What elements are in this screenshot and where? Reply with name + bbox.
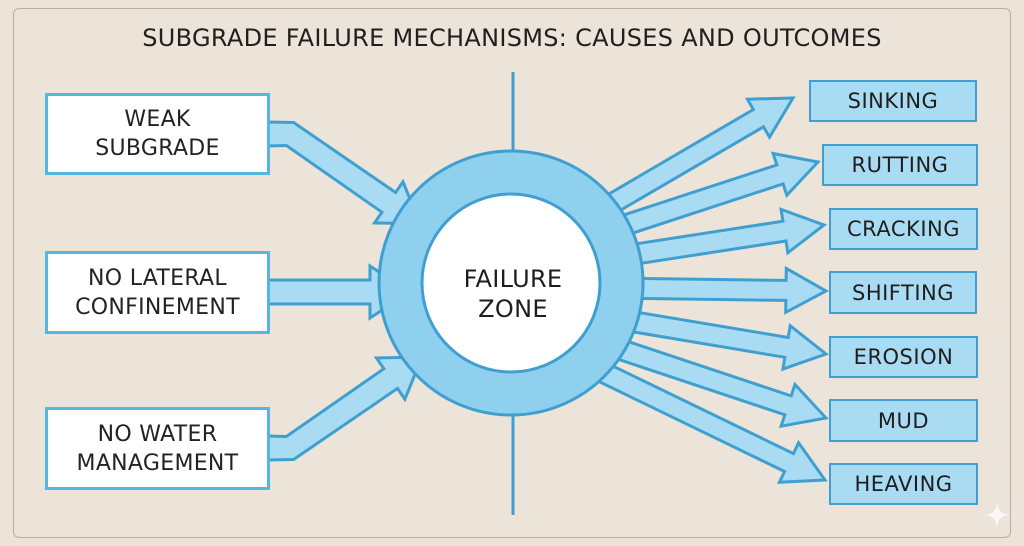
outcome-label: MUD: [877, 408, 930, 433]
cause-arrow-weak-subgrade: [266, 120, 423, 226]
outcome-box-sinking: SINKING: [809, 80, 977, 122]
outcome-label: EROSION: [853, 345, 954, 369]
outcome-box-heaving: HEAVING: [829, 463, 978, 505]
diagram-title: SUBGRADE FAILURE MECHANISMS: CAUSES AND …: [142, 24, 882, 52]
failure-zone-label: FAILURE ZONE: [463, 265, 563, 323]
outcome-box-cracking: CRACKING: [829, 208, 978, 250]
outcome-box-mud: MUD: [829, 399, 978, 442]
outcome-arrow-erosion: [607, 306, 830, 372]
cause-label: WEAK SUBGRADE: [95, 107, 220, 161]
outcome-label: CRACKING: [846, 217, 960, 241]
cause-label: NO WATER MANAGEMENT: [76, 421, 239, 476]
outcome-label: HEAVING: [854, 472, 953, 496]
outcome-label: SHIFTING: [851, 280, 955, 305]
cause-label: NO LATERAL CONFINEMENT: [75, 265, 240, 320]
cause-arrow-no-water-management: [266, 355, 425, 462]
cause-box-weak-subgrade: WEAK SUBGRADE: [45, 93, 270, 175]
outcome-label: SINKING: [847, 89, 939, 113]
outcome-box-erosion: EROSION: [829, 336, 978, 378]
arrows-group: [266, 96, 830, 484]
outcome-arrow-rutting: [599, 151, 821, 244]
failure-zone-core: [420, 192, 602, 374]
cause-box-no-lateral-confinement: NO LATERAL CONFINEMENT: [45, 251, 270, 334]
outcome-box-rutting: RUTTING: [822, 144, 978, 186]
outcome-box-shifting: SHIFTING: [829, 271, 977, 314]
diagram-frame: [13, 8, 1011, 538]
outcome-arrow-heaving: [587, 356, 828, 484]
cause-box-no-water-management: NO WATER MANAGEMENT: [45, 407, 270, 490]
sparkle-icon: [984, 502, 1010, 528]
outcome-arrow-mud: [598, 332, 829, 429]
outcome-label: RUTTING: [851, 153, 949, 177]
outcome-arrow-sinking: [588, 96, 796, 224]
